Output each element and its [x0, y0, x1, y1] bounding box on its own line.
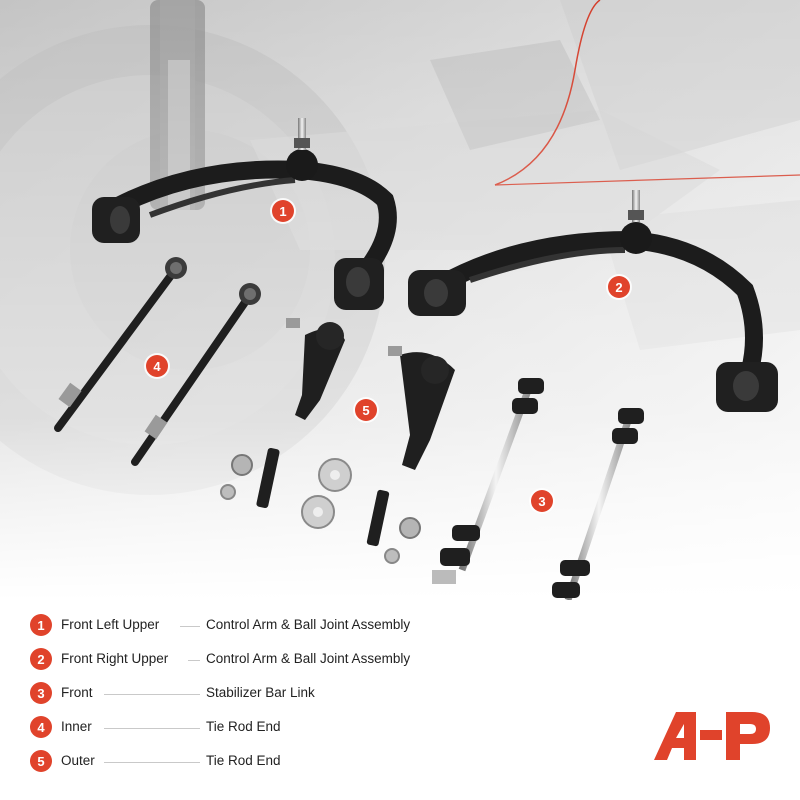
legend-part: Control Arm & Ball Joint Assembly [206, 617, 411, 632]
legend-divider [104, 728, 200, 729]
callout-3: 3 [531, 490, 553, 512]
outer-tie-rod-ends [286, 318, 455, 470]
legend-part: Tie Rod End [206, 753, 281, 768]
legend-part: Control Arm & Ball Joint Assembly [206, 651, 411, 666]
suspension-parts-photo [0, 0, 800, 600]
legend-row: 1 Front Left Upper Control Arm & Ball Jo… [30, 612, 550, 646]
legend-label: Front Right Upper [61, 651, 169, 666]
front-left-upper-control-arm [92, 118, 397, 310]
legend-label: Front [61, 685, 93, 700]
inner-tie-rod-ends [54, 257, 261, 466]
legend-part: Tie Rod End [206, 719, 281, 734]
front-right-upper-control-arm [408, 190, 778, 412]
legend-part: Stabilizer Bar Link [206, 685, 315, 700]
callout-2: 2 [608, 276, 630, 298]
legend-number: 2 [30, 648, 52, 670]
stabilizer-bar-links [432, 378, 644, 600]
legend-row: 3 Front Stabilizer Bar Link [30, 680, 550, 714]
legend-divider [104, 694, 200, 695]
legend-row: 4 Inner Tie Rod End [30, 714, 550, 748]
legend-divider [188, 660, 200, 661]
legend-divider [180, 626, 200, 627]
callout-4: 4 [146, 355, 168, 377]
legend-number: 3 [30, 682, 52, 704]
legend-row: 5 Outer Tie Rod End [30, 748, 550, 782]
legend-label: Inner [61, 719, 92, 734]
parts-legend: 1 Front Left Upper Control Arm & Ball Jo… [30, 612, 550, 782]
callout-5: 5 [355, 399, 377, 421]
legend-label: Outer [61, 753, 95, 768]
legend-number: 1 [30, 614, 52, 636]
legend-row: 2 Front Right Upper Control Arm & Ball J… [30, 646, 550, 680]
background-scene [0, 0, 800, 600]
legend-number: 5 [30, 750, 52, 772]
hardware-kit [220, 447, 421, 564]
legend-number: 4 [30, 716, 52, 738]
a-premium-logo-icon [654, 712, 770, 760]
callout-1: 1 [272, 200, 294, 222]
legend-label: Front Left Upper [61, 617, 160, 632]
legend-divider [104, 762, 200, 763]
